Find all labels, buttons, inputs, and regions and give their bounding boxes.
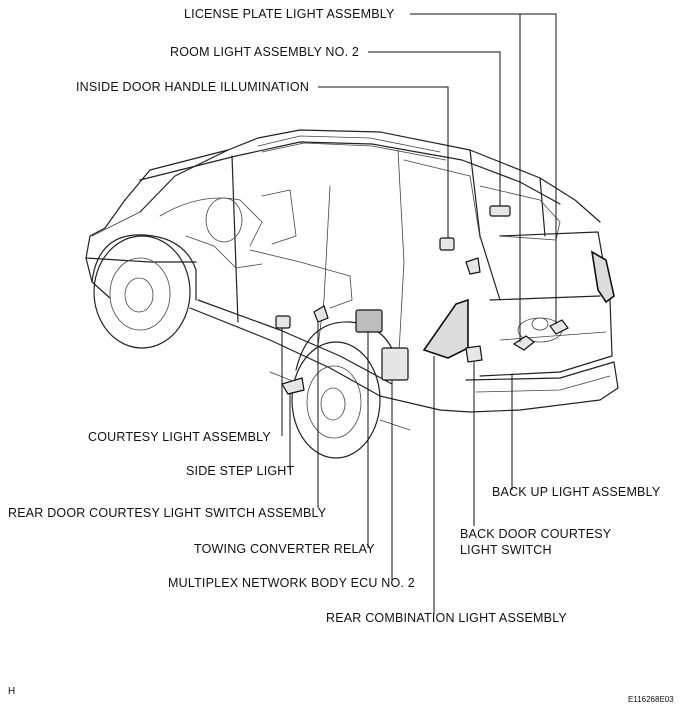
license-plate-light-left-part [512,335,535,351]
corner-mark: H [8,686,15,697]
label-back-up-light: BACK UP LIGHT ASSEMBLY [492,485,661,499]
inside-door-handle-part [439,237,455,251]
license-plate-light-right-part [549,319,569,335]
side-step-light-part [281,377,305,395]
label-inside-door-handle: INSIDE DOOR HANDLE ILLUMINATION [76,80,309,94]
towing-converter-relay-part [355,309,383,333]
label-rear-door-courtesy-switch: REAR DOOR COURTESY LIGHT SWITCH ASSEMBLY [8,506,327,520]
label-rear-combination-light: REAR COMBINATION LIGHT ASSEMBLY [326,611,567,625]
room-light-part [489,205,511,217]
label-back-door-switch-line1: BACK DOOR COURTESY [460,527,612,541]
figure-code: E116268E03 [628,695,674,704]
back-door-handle-part [465,257,481,275]
label-multiplex-ecu: MULTIPLEX NETWORK BODY ECU NO. 2 [168,576,415,590]
label-license-plate-light: LICENSE PLATE LIGHT ASSEMBLY [184,7,395,21]
label-back-door-switch-line2: LIGHT SWITCH [460,543,552,557]
back-door-switch-part [465,345,483,363]
rear-right-lamp-lens [590,250,615,304]
label-courtesy-light: COURTESY LIGHT ASSEMBLY [88,430,271,444]
label-side-step-light: SIDE STEP LIGHT [186,464,295,478]
rear-combination-lens [422,298,469,359]
courtesy-light-part [275,315,291,329]
leader-lines [281,13,557,614]
suv-illustration [85,129,619,459]
label-towing-converter-relay: TOWING CONVERTER RELAY [194,542,375,556]
label-room-light: ROOM LIGHT ASSEMBLY NO. 2 [170,45,359,59]
component-icons [275,205,569,395]
multiplex-ecu-part [381,347,409,381]
rear-door-switch-part [313,305,329,323]
